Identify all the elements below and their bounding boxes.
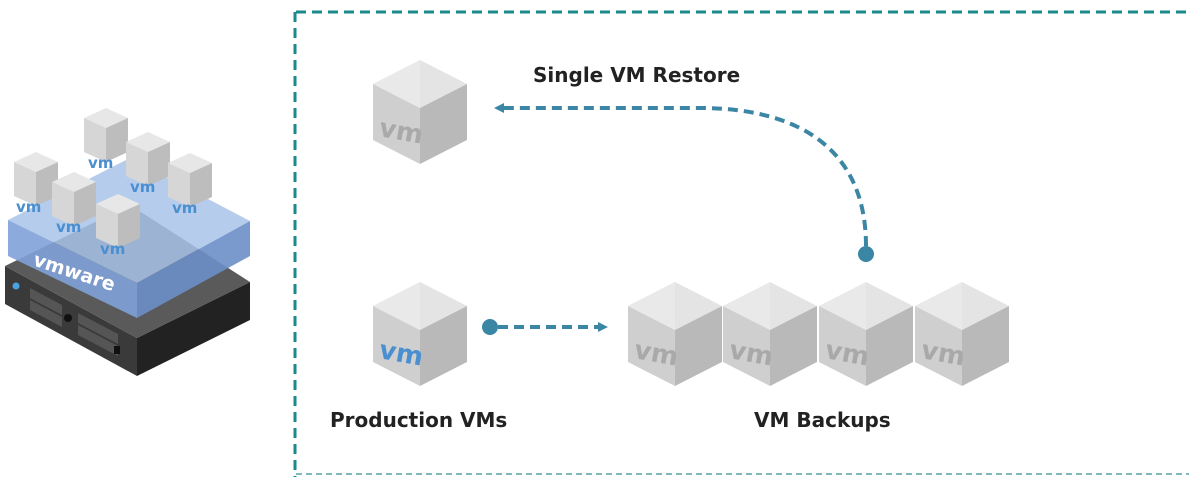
production-vms-label: Production VMs (330, 408, 507, 432)
restored-vm-cube: vm (373, 60, 467, 164)
backup-cube: vm (915, 282, 1009, 386)
host-vm-mark: vm (100, 240, 125, 258)
production-vm-cube: vm (373, 282, 467, 386)
vm-backups-label: VM Backups (754, 408, 891, 432)
host-vm-mark: vm (172, 199, 197, 217)
host-vm-mark: vm (56, 218, 81, 236)
host-vm-mark: vm (88, 154, 113, 172)
restore-arrow (494, 103, 874, 262)
vm-backup-cubes: vm vm vm vm (628, 282, 1009, 386)
backup-cube: vm (819, 282, 913, 386)
backup-cube: vm (723, 282, 817, 386)
backup-cube: vm (628, 282, 722, 386)
single-vm-restore-label: Single VM Restore (533, 63, 740, 87)
host-vm-mark: vm (130, 178, 155, 196)
host-vm-mark: vm (16, 198, 41, 216)
restore-scope-frame (293, 10, 1189, 477)
backup-arrow (482, 319, 608, 335)
vmware-host: vmware vm vm vm vm vm vm (5, 108, 250, 376)
power-led-icon (12, 282, 20, 290)
